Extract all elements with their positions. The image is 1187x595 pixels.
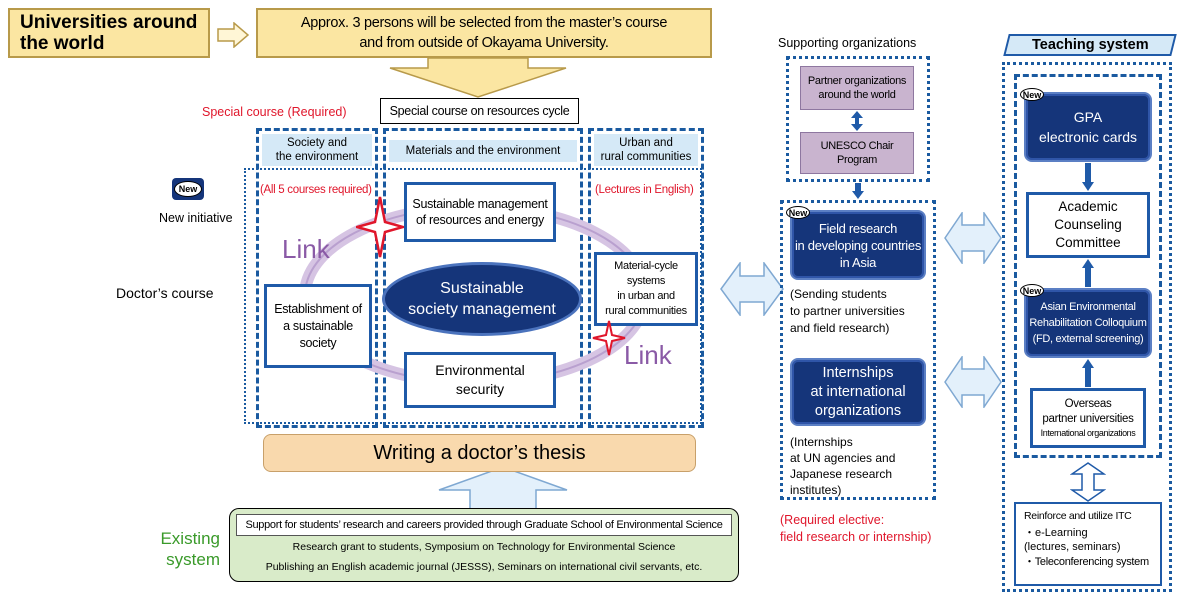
existing-line1-box: Support for students’ research and caree…	[236, 514, 732, 536]
right-arrow-icon	[217, 22, 249, 48]
academic-counseling-box: Academic Counseling Committee	[1026, 192, 1150, 258]
up-arrow-thesis-icon	[438, 466, 568, 510]
partner-organizations-box: Partner organizations around the world	[800, 66, 914, 110]
link-label-left: Link	[282, 234, 330, 264]
special-course-label: Special course (Required)	[202, 105, 347, 119]
thesis-box: Writing a doctor’s thesis	[263, 434, 696, 472]
field-research-box: Field research in developing countries i…	[790, 210, 926, 280]
partner-organizations-text: Partner organizations around the world	[807, 75, 907, 101]
teaching-system-title: Teaching system	[1031, 37, 1149, 53]
column-society-title: Society and the environment	[275, 137, 359, 163]
gpa-text: GPA electronic cards	[1038, 109, 1138, 145]
itc-box: Reinforce and utilize ITC ・e-Learning (l…	[1014, 502, 1162, 586]
lectures-english-note: (Lectures in English)	[595, 184, 694, 196]
asian-colloquium-box: Asian Environmental Rehabilitation Collo…	[1024, 288, 1152, 358]
gpa-box: GPA electronic cards	[1024, 92, 1152, 162]
double-arrow-vertical-icon	[851, 111, 863, 131]
teaching-frame-outer	[1002, 62, 1172, 592]
existing-system-label: Existing system	[160, 529, 220, 569]
new-badge-legend-text: New	[174, 181, 202, 197]
field-research-text: Field research in developing countries i…	[794, 220, 922, 270]
doctor-course-label: Doctor’s course	[116, 285, 214, 301]
establishment-box: Establishment of a sustainable society	[264, 284, 372, 368]
sustainable-management-text: Sustainable management of resources and …	[412, 197, 548, 227]
overseas-text: Overseas partner universities	[1042, 398, 1134, 425]
existing-system-box: Support for students’ research and caree…	[229, 508, 739, 582]
itc-teleconferencing: ・Teleconferencing system	[1024, 556, 1149, 568]
existing-line3: Publishing an English academic journal (…	[265, 561, 703, 573]
intern-description: (Internships at UN agencies and Japanese…	[790, 435, 896, 497]
selection-box: Approx. 3 persons will be selected from …	[256, 8, 712, 58]
itc-title: Reinforce and utilize ITC	[1024, 510, 1132, 522]
material-cycle-text: Material-cycle systems in urban and rura…	[605, 260, 687, 317]
new-badge-asian: New	[1020, 284, 1044, 297]
new-badge-gpa: New	[1020, 88, 1044, 101]
teaching-frame-inner	[1014, 74, 1162, 458]
up-arrow-asian-icon	[1082, 359, 1094, 387]
column-materials	[383, 128, 583, 428]
new-badge-field: New	[786, 206, 810, 219]
internships-text: Internships at international organizatio…	[810, 364, 906, 419]
academic-counseling-text: Academic Counseling Committee	[1054, 199, 1122, 250]
establishment-text: Establishment of a sustainable society	[274, 301, 362, 350]
supporting-title: Supporting organizations	[778, 36, 917, 50]
link-label-right: Link	[624, 340, 672, 370]
column-urban-header: Urban and rural communities	[594, 134, 698, 166]
sparkle-icon-left	[356, 196, 404, 258]
down-arrow-support-icon	[852, 183, 864, 199]
special-course-name: Special course on resources cycle	[389, 104, 570, 118]
required-elective-note: (Required elective: field research or in…	[780, 513, 932, 544]
column-society-header: Society and the environment	[262, 134, 372, 166]
new-initiative-label: New initiative	[159, 211, 233, 225]
supporting-frame	[786, 56, 930, 182]
unesco-text: UNESCO Chair Program	[820, 140, 894, 166]
new-badge-legend: New	[172, 178, 204, 200]
sustainable-society-text: Sustainable society management	[408, 280, 556, 318]
column-materials-header: Materials and the environment	[389, 140, 577, 162]
itc-elearning: ・e-Learning (lectures, seminars)	[1024, 527, 1121, 553]
up-arrow-academic-icon	[1082, 259, 1094, 287]
asian-colloquium-text: Asian Environmental Rehabilitation Collo…	[1029, 301, 1147, 345]
sparkle-icon-right	[592, 320, 626, 356]
sustainable-society-ellipse: Sustainable society management	[382, 262, 582, 336]
down-arrow-gpa-icon	[1082, 163, 1094, 191]
selection-text: Approx. 3 persons will be selected from …	[300, 15, 668, 51]
internships-box: Internships at international organizatio…	[790, 358, 926, 426]
left-right-arrow-intern-icon	[944, 356, 1002, 408]
column-materials-title: Materials and the environment	[405, 145, 561, 157]
left-right-arrow-field-icon	[944, 212, 1002, 264]
material-cycle-box: Material-cycle systems in urban and rura…	[594, 252, 698, 326]
column-urban-title: Urban and rural communities	[600, 137, 692, 163]
up-down-arrow-icon	[1070, 462, 1106, 502]
field-description: (Sending students to partner universitie…	[790, 287, 905, 335]
environmental-security-box: Environmental security	[404, 352, 556, 408]
down-arrow-icon	[389, 58, 567, 98]
column-society	[256, 128, 378, 428]
teaching-system-header: Teaching system	[1003, 34, 1177, 56]
universities-text: Universities around the world	[20, 12, 198, 54]
existing-line2: Research grant to students, Symposium on…	[292, 541, 676, 553]
middle-frame	[780, 200, 936, 500]
special-course-name-box: Special course on resources cycle	[380, 98, 579, 124]
column-urban	[588, 128, 704, 428]
all-courses-note: (All 5 courses required)	[260, 184, 372, 196]
left-right-arrow-icon	[720, 262, 784, 316]
international-orgs-text: International organizations	[1040, 428, 1136, 438]
environmental-security-text: Environmental security	[435, 362, 525, 397]
universities-box: Universities around the world	[8, 8, 210, 58]
overseas-box: Overseas partner universities Internatio…	[1030, 388, 1146, 448]
existing-line1: Support for students’ research and caree…	[245, 519, 723, 531]
unesco-box: UNESCO Chair Program	[800, 132, 914, 174]
thesis-text: Writing a doctor’s thesis	[373, 441, 586, 464]
sustainable-management-box: Sustainable management of resources and …	[404, 182, 556, 242]
